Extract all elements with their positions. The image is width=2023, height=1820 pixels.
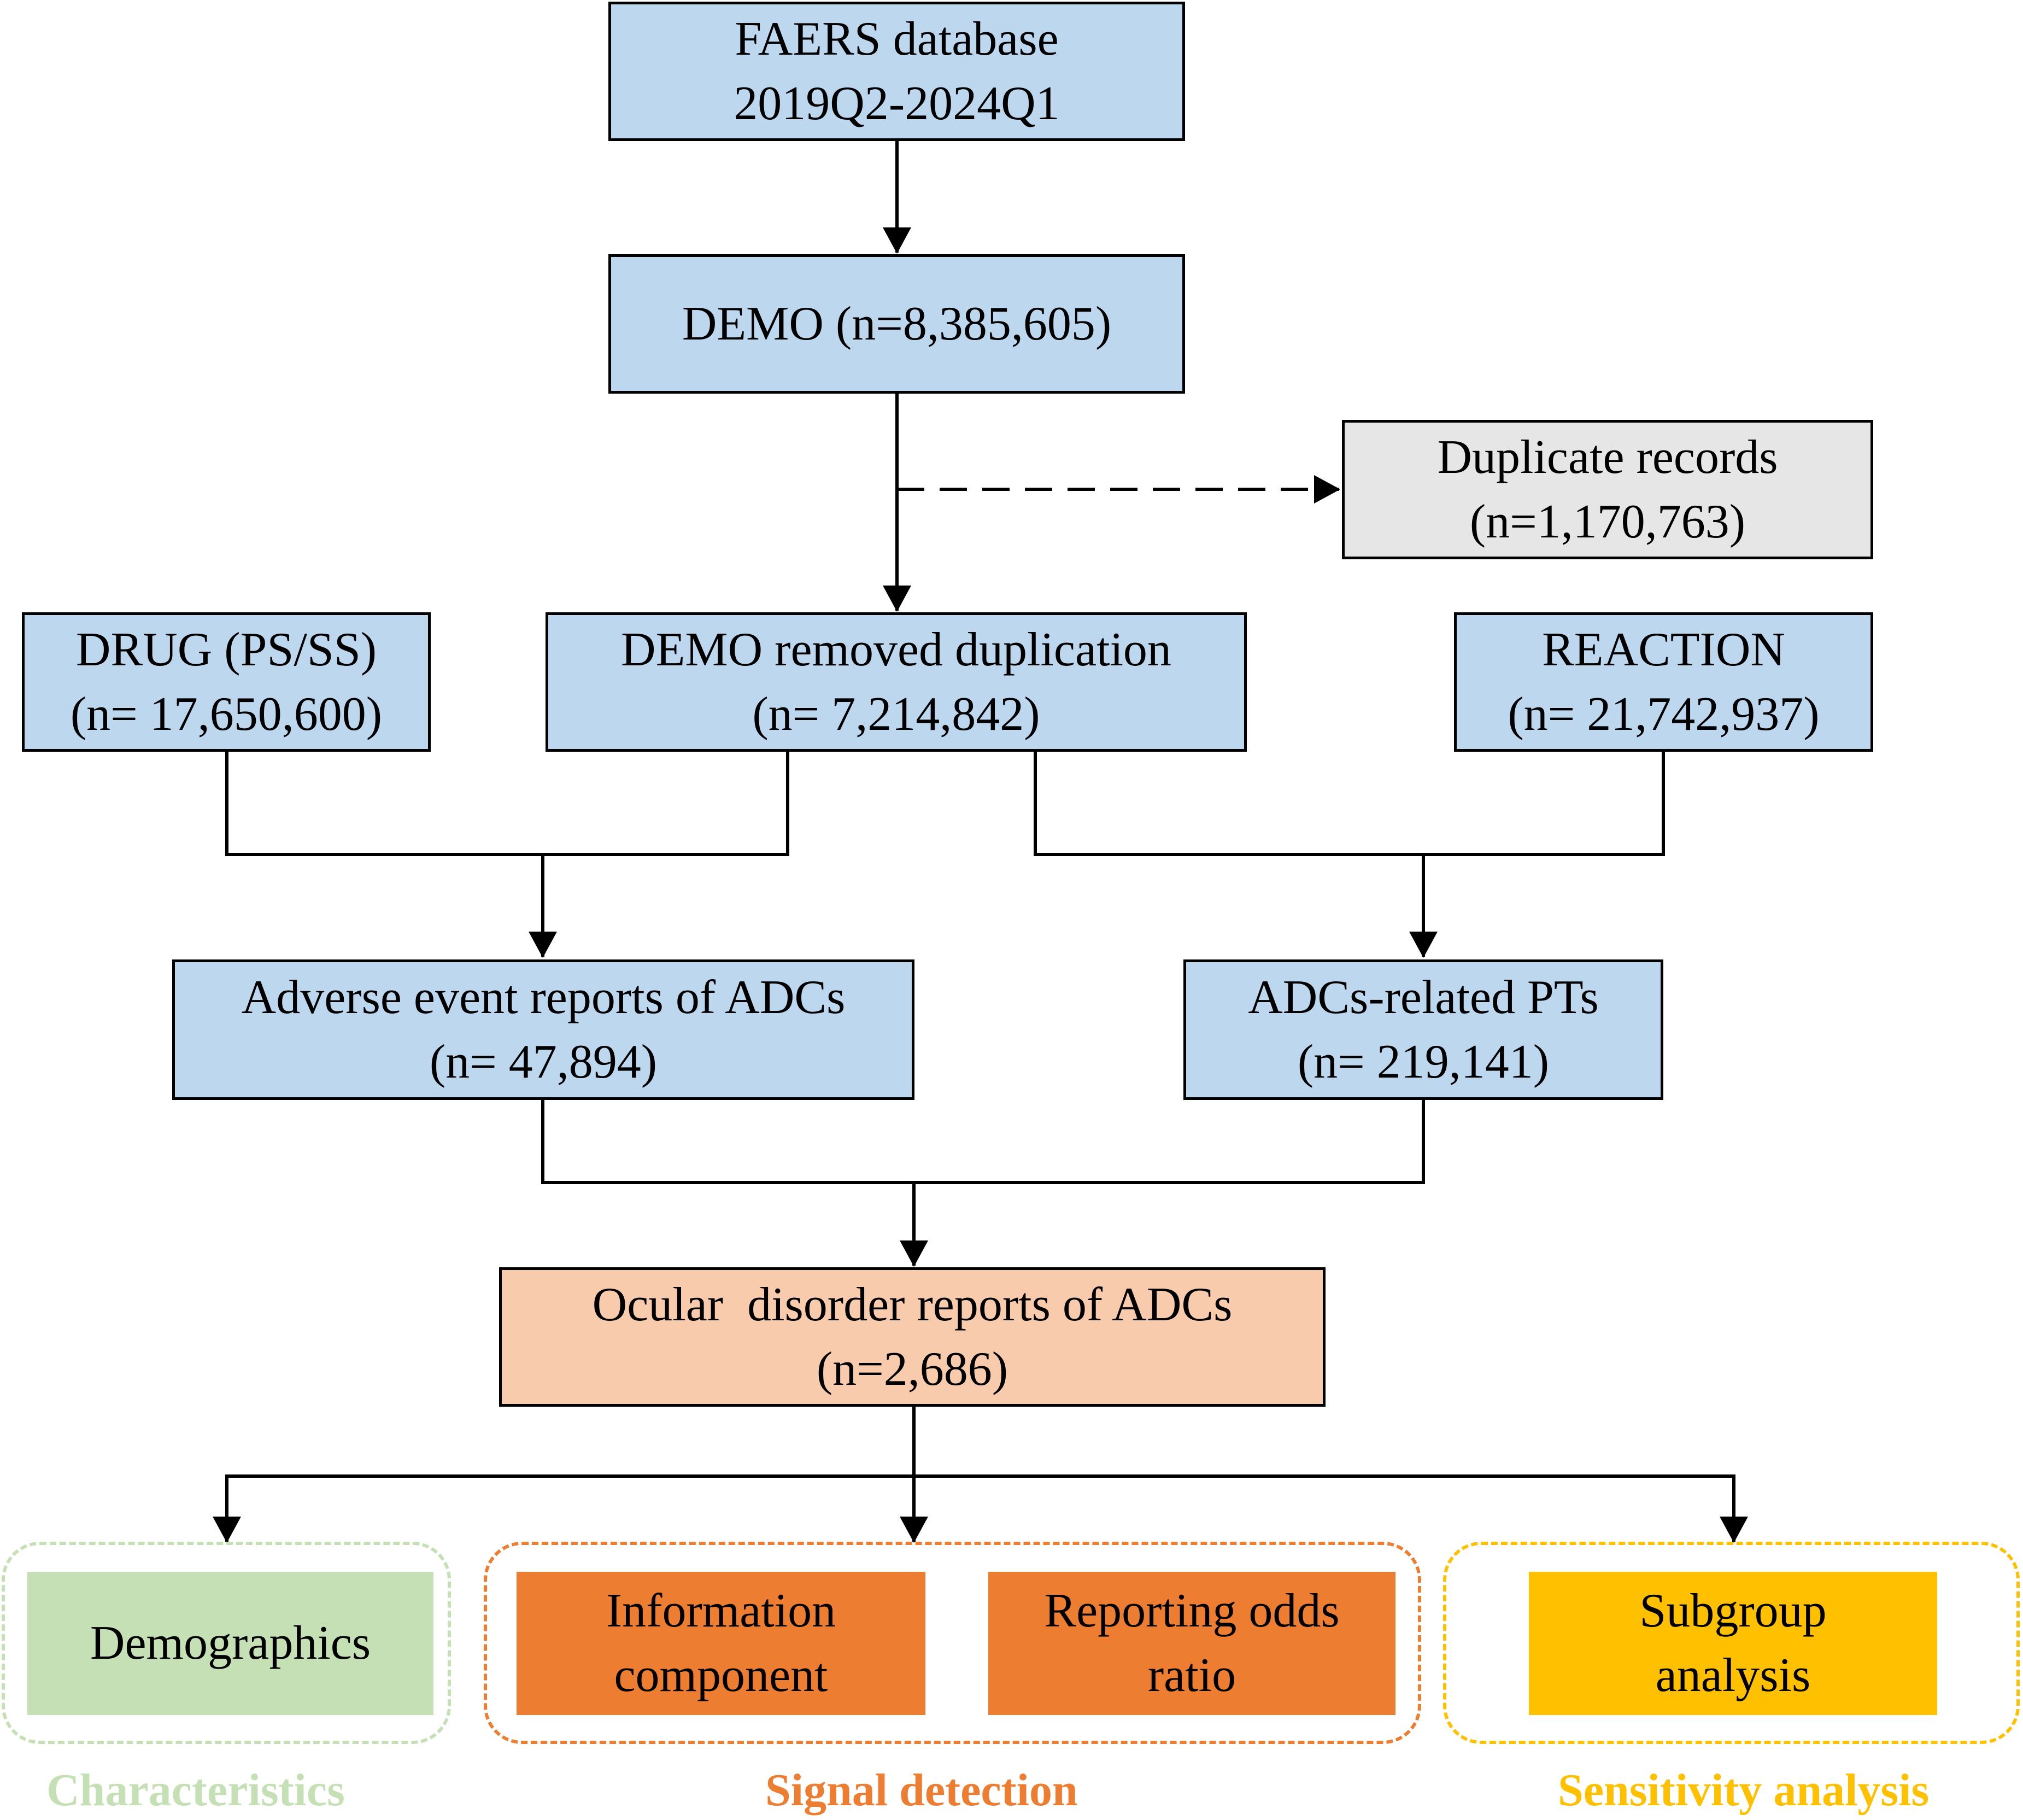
- reaction-title: REACTION: [1542, 623, 1785, 676]
- information-component-box: Information component: [517, 1572, 925, 1715]
- adverse-count: (n= 47,894): [429, 1035, 658, 1089]
- demographics-box: Demographics: [27, 1572, 433, 1715]
- duplicate-records-box: Duplicate records (n=1,170,763): [1342, 420, 1873, 559]
- connector-demo-reaction: [1034, 752, 1665, 856]
- reaction-count: (n= 21,742,937): [1508, 687, 1820, 741]
- demo-removed-count: (n= 7,214,842): [752, 687, 1040, 741]
- adverse-event-box: Adverse event reports of ADCs (n= 47,894…: [172, 959, 914, 1100]
- demo-removed-title: DEMO removed duplication: [621, 623, 1171, 676]
- demo-label: DEMO (n=8,385,605): [682, 297, 1112, 350]
- reaction-box: REACTION (n= 21,742,937): [1454, 612, 1873, 752]
- faers-period: 2019Q2-2024Q1: [734, 77, 1060, 130]
- demo-removed-box: DEMO removed duplication (n= 7,214,842): [546, 612, 1247, 752]
- pts-title: ADCs-related PTs: [1248, 970, 1599, 1024]
- duplicate-count: (n=1,170,763): [1469, 495, 1746, 548]
- subgroup-line1: Subgroup: [1639, 1584, 1827, 1637]
- ocular-title: Ocular disorder reports of ADCs: [592, 1278, 1233, 1331]
- demo-box: DEMO (n=8,385,605): [608, 254, 1185, 394]
- faers-database-box: FAERS database 2019Q2-2024Q1: [608, 2, 1185, 141]
- ocular-count: (n=2,686): [816, 1342, 1008, 1396]
- pts-count: (n= 219,141): [1297, 1035, 1550, 1089]
- adverse-title: Adverse event reports of ADCs: [241, 970, 846, 1024]
- ror-line1: Reporting odds: [1044, 1584, 1340, 1637]
- connector-adverse-pts: [541, 1100, 1425, 1184]
- ror-line2: ratio: [1147, 1649, 1236, 1702]
- sensitivity-analysis-label: Sensitivity analysis: [1558, 1765, 1930, 1816]
- subgroup-line2: analysis: [1655, 1649, 1811, 1702]
- characteristics-label: Characteristics: [46, 1765, 345, 1816]
- signal-detection-label: Signal detection: [765, 1765, 1078, 1816]
- drug-title: DRUG (PS/SS): [75, 623, 377, 676]
- adcs-related-pts-box: ADCs-related PTs (n= 219,141): [1183, 959, 1663, 1100]
- characteristics-group: [2, 1542, 451, 1744]
- connector-branch: [225, 1474, 1748, 1543]
- signal-detection-group: [484, 1542, 1421, 1744]
- information-line2: component: [614, 1649, 828, 1702]
- sensitivity-analysis-group: [1443, 1542, 2020, 1744]
- duplicate-title: Duplicate records: [1437, 430, 1778, 484]
- subgroup-analysis-box: Subgroup analysis: [1529, 1572, 1937, 1715]
- drug-count: (n= 17,650,600): [70, 687, 383, 741]
- information-line1: Information: [606, 1584, 836, 1637]
- reporting-odds-ratio-box: Reporting odds ratio: [988, 1572, 1395, 1715]
- ocular-disorder-box: Ocular disorder reports of ADCs (n=2,686…: [499, 1267, 1326, 1407]
- drug-box: DRUG (PS/SS) (n= 17,650,600): [22, 612, 431, 752]
- faers-title: FAERS database: [735, 12, 1059, 66]
- connector-drug-demo: [225, 752, 789, 856]
- demographics-label: Demographics: [90, 1617, 371, 1670]
